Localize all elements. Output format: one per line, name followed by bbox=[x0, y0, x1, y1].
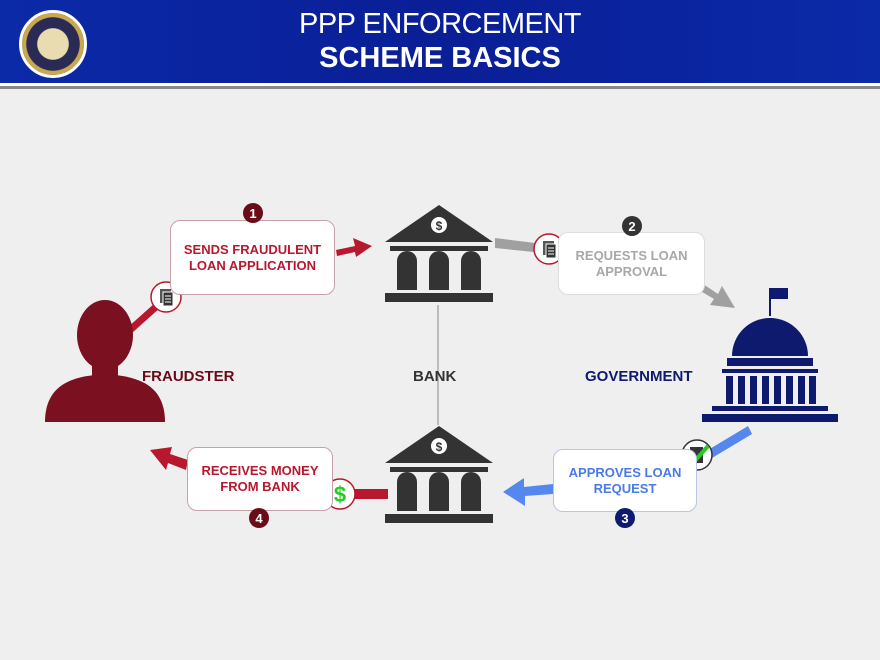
connector-step4 bbox=[355, 489, 388, 499]
header: PPP ENFORCEMENT SCHEME BASICS bbox=[0, 0, 880, 86]
step2-box: REQUESTS LOAN APPROVAL bbox=[558, 232, 705, 295]
step2-text: REQUESTS LOAN APPROVAL bbox=[575, 247, 688, 279]
arrow-step3 bbox=[503, 478, 553, 506]
doj-seal-logo bbox=[19, 10, 87, 78]
fraudster-connector bbox=[127, 302, 161, 333]
step3-box: APPROVES LOAN REQUEST bbox=[553, 449, 697, 512]
step1-box: SENDS FRAUDULENT LOAN APPLICATION bbox=[170, 220, 335, 295]
arrow-step1 bbox=[336, 238, 372, 257]
step3-text: APPROVES LOAN REQUEST bbox=[568, 464, 682, 496]
connector-step2 bbox=[495, 238, 535, 252]
title-line2: SCHEME BASICS bbox=[319, 42, 561, 74]
arrow-step2 bbox=[697, 282, 735, 308]
step1-number: 1 bbox=[243, 203, 263, 223]
step4-box: RECEIVES MONEY FROM BANK bbox=[187, 447, 333, 511]
bank-label: BANK bbox=[413, 368, 457, 385]
bank-icon-top bbox=[385, 205, 493, 302]
fraudster-icon bbox=[45, 300, 165, 422]
step3-number: 3 bbox=[615, 508, 635, 528]
fraudster-label: FRAUDSTER bbox=[142, 368, 235, 385]
government-label: GOVERNMENT bbox=[585, 368, 693, 385]
bank-icon-bottom bbox=[385, 426, 493, 523]
step4-number: 4 bbox=[249, 508, 269, 528]
arrow-step4 bbox=[150, 447, 188, 470]
step4-text: RECEIVES MONEY FROM BANK bbox=[201, 463, 319, 494]
step2-number: 2 bbox=[622, 216, 642, 236]
title-line1: PPP ENFORCEMENT bbox=[298, 8, 582, 40]
connector-step3 bbox=[708, 426, 752, 458]
svg-text:$: $ bbox=[334, 482, 346, 507]
step1-text: SENDS FRAUDULENT LOAN APPLICATION bbox=[183, 241, 322, 273]
government-icon bbox=[702, 288, 838, 422]
